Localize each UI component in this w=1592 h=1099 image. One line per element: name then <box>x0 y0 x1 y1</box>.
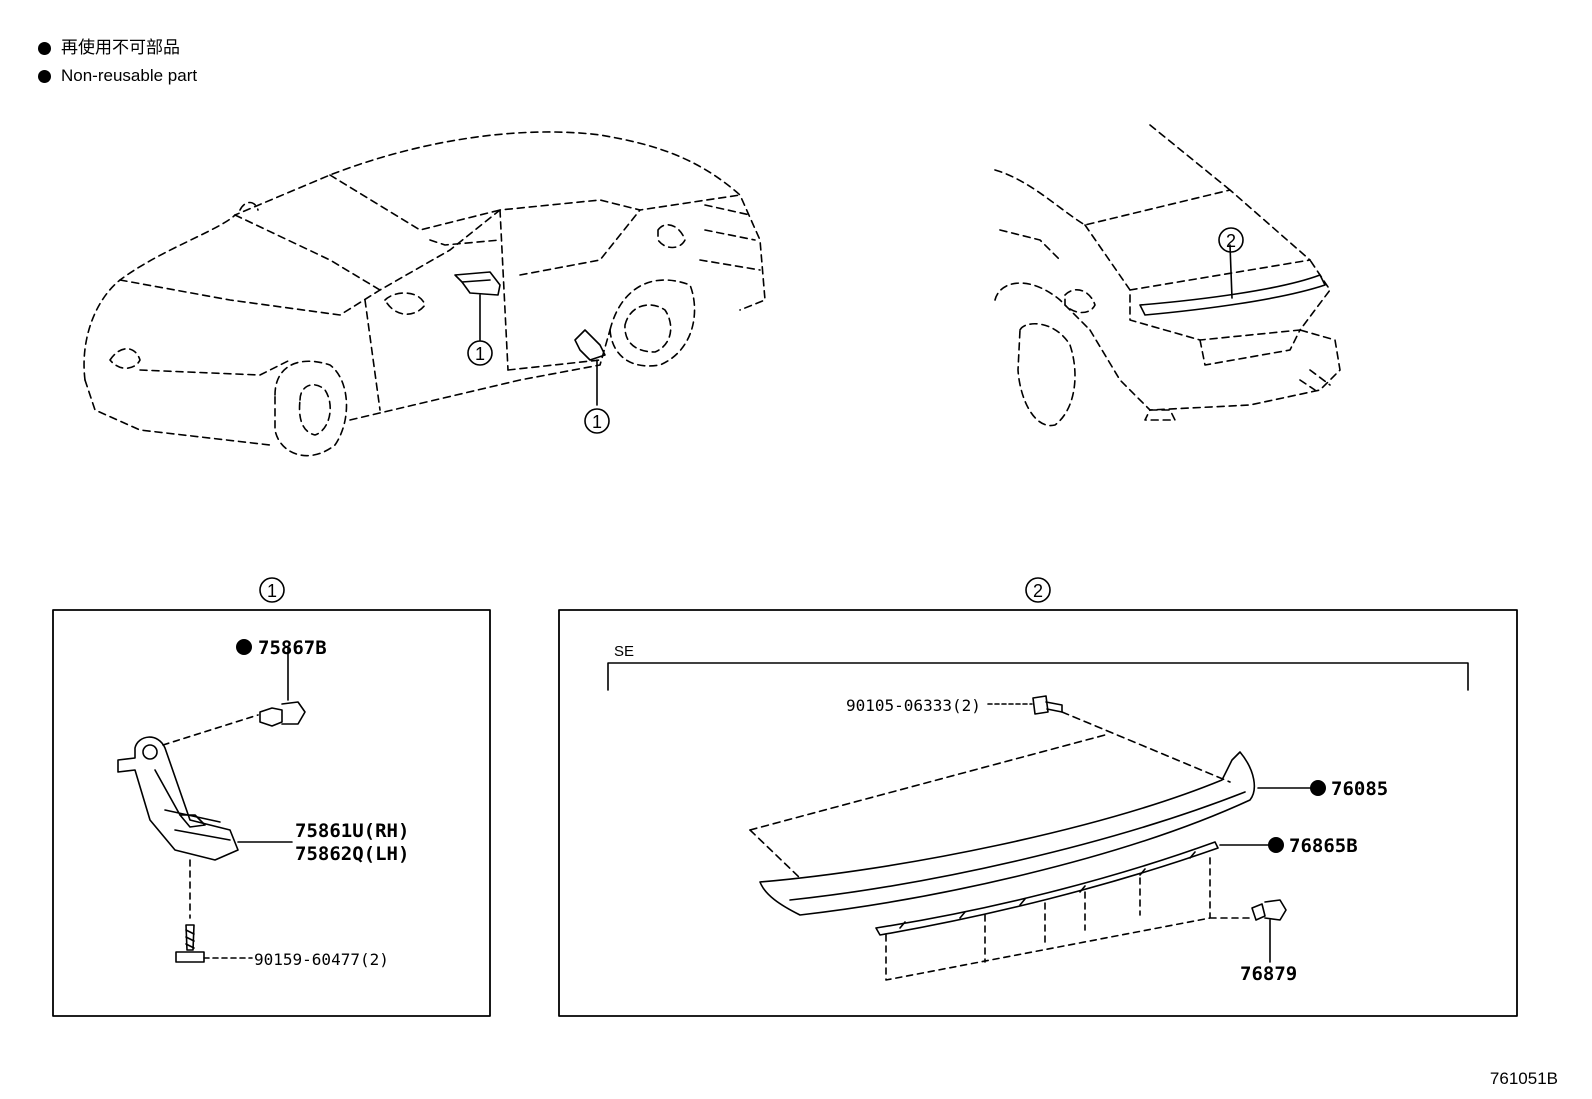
car-front-view <box>83 131 766 457</box>
panel-2-header-circle <box>1025 577 1051 603</box>
panel-2-header-label: 2 <box>1033 581 1043 601</box>
spoiler-outline-dashed <box>749 711 1231 831</box>
front-view-brackets <box>454 271 606 406</box>
part-90105-label: 90105-06333(2) <box>846 696 981 715</box>
car-rear-view <box>994 124 1341 427</box>
part-75861u-label: 75861U(RH) <box>295 820 409 842</box>
clip-75867b-drawing <box>259 647 306 727</box>
callout-2-rear-label: 2 <box>1226 231 1236 251</box>
callout-1-front-b <box>584 408 610 434</box>
legend-row-en: Non-reusable part <box>38 62 197 90</box>
panel-2-frame <box>558 609 1518 1017</box>
callout-1-front-a-label: 1 <box>475 344 485 364</box>
clip-76879-drawing <box>1251 899 1287 963</box>
spoiler-76085-drawing <box>759 751 1256 916</box>
leader-clip <box>162 714 259 746</box>
part-76865b-label: 76865B <box>1289 835 1358 857</box>
part-75867b-label: 75867B <box>258 637 327 659</box>
tape-76865b-drawing <box>875 841 1219 936</box>
part-76879-label: 76879 <box>1240 963 1297 985</box>
non-reusable-dot-icon <box>38 69 51 83</box>
non-reusable-dot-icon <box>1310 780 1326 796</box>
legend-text-jp: 再使用不可部品 <box>61 38 180 57</box>
bolt-90105-drawing <box>1032 695 1063 715</box>
legend: 再使用不可部品 Non-reusable part <box>38 34 197 90</box>
spoiler-outline-dashed-2 <box>749 829 801 879</box>
panel-1-header-circle <box>259 577 285 603</box>
legend-text-en: Non-reusable part <box>61 66 198 85</box>
callout-2-rear <box>1218 227 1244 253</box>
part-90159-label: 90159-60477(2) <box>254 950 389 969</box>
tape-positions-dashed <box>885 854 1251 981</box>
callout-1-front-b-label: 1 <box>592 412 602 432</box>
grade-label: SE <box>614 643 634 660</box>
part-76085-label: 76085 <box>1331 778 1388 800</box>
non-reusable-dot-icon <box>38 41 51 55</box>
screw-90159-drawing <box>175 924 205 963</box>
panel-1-header-label: 1 <box>267 581 277 601</box>
rear-spoiler-small <box>1139 244 1326 316</box>
grade-bracket <box>607 662 1469 691</box>
protector-bracket-drawing <box>117 736 239 861</box>
non-reusable-dot-icon <box>1268 837 1284 853</box>
callout-1-front-a <box>467 340 493 366</box>
legend-row-jp: 再使用不可部品 <box>38 34 197 62</box>
panel-1-frame <box>52 609 491 1017</box>
non-reusable-dot-icon <box>236 639 252 655</box>
part-75862q-label: 75862Q(LH) <box>295 843 409 865</box>
reference-code: 761051B <box>1489 1069 1558 1088</box>
